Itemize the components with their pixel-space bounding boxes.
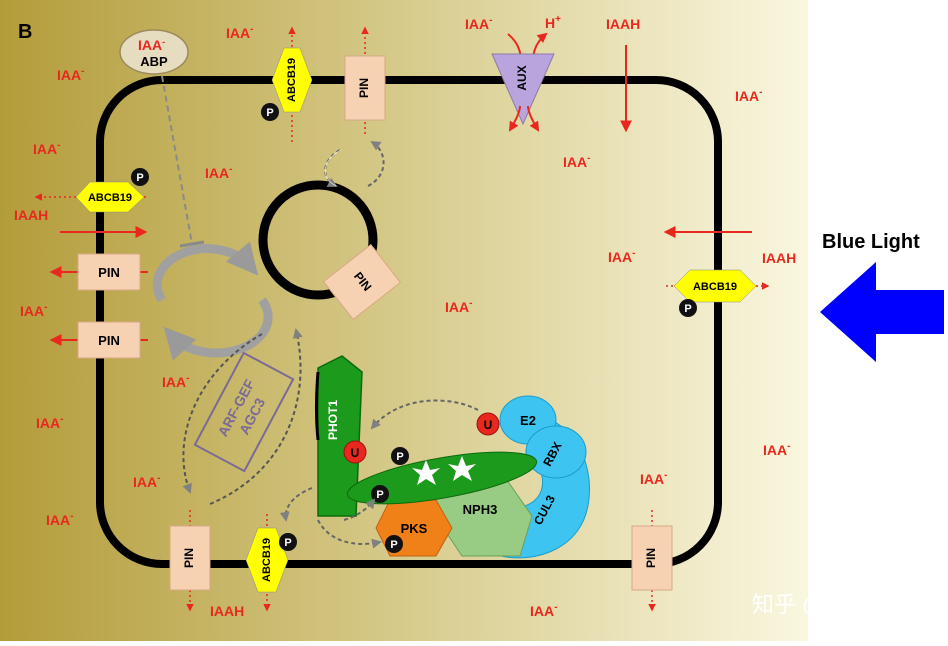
star-icon: [412, 460, 440, 485]
iaa-label: IAA-: [36, 414, 63, 431]
ubiquitin-icon: [476, 412, 500, 436]
phosphate-icon: [679, 299, 697, 317]
iaa-label: IAA-: [465, 15, 492, 32]
abcb19-top-label: ABCB19: [286, 58, 298, 102]
abcb19-right: [673, 269, 757, 303]
star-icon: [448, 456, 476, 481]
phosphate-icon: [371, 485, 389, 503]
abcb19-bottom: [245, 527, 289, 593]
recycling-arrow-upper: [152, 241, 259, 303]
phot1-membrane-anchor: [315, 371, 320, 441]
svg-text:P: P: [266, 107, 273, 119]
pks-label: PKS: [401, 521, 428, 536]
svg-text:P: P: [390, 539, 397, 551]
pin-bottom-left-label: PIN: [182, 548, 196, 568]
iaah-label: IAAH: [762, 250, 796, 266]
svg-text:P: P: [684, 303, 691, 315]
endosome-vesicle: [258, 180, 378, 300]
abp-label: ABP: [140, 54, 168, 69]
pin-bottom-right-label: PIN: [644, 548, 658, 568]
pin-left-upper: [77, 253, 141, 291]
iaah-label: IAAH: [606, 16, 640, 32]
aux-label: AUX: [515, 65, 529, 90]
svg-text:P: P: [376, 489, 383, 501]
watermark-text: 知乎 @逐梦人: [752, 592, 890, 617]
e2-label: E2: [520, 413, 536, 428]
trafficking-arrow-up: [209, 328, 303, 505]
iaa-label: IAA-: [735, 87, 762, 104]
iaa-label: IAA-: [33, 140, 60, 157]
iaa-label: IAA-: [563, 153, 590, 170]
iaa-label: IAA-: [445, 298, 472, 315]
abcb19-left: [75, 181, 145, 213]
svg-text:U: U: [484, 418, 493, 432]
aux-transporter: [491, 53, 555, 126]
rbx-protein: [525, 425, 587, 479]
blue-light-label: Blue Light: [822, 231, 920, 253]
h-plus-label: H+: [545, 14, 561, 31]
pin-endosomal: PIN: [322, 243, 402, 321]
phosphate-icon: [279, 533, 297, 551]
iaa-label: IAA-: [57, 66, 84, 83]
svg-text:P: P: [396, 451, 403, 463]
abcb19-left-label: ABCB19: [88, 192, 132, 204]
pin-top-label: PIN: [357, 78, 371, 98]
phosphate-icon: [391, 447, 409, 465]
ubiquitin-icon: [343, 440, 367, 464]
pin-left-lower-label: PIN: [98, 333, 120, 348]
ubiquitination-arrow: [370, 399, 479, 430]
abp-inhibition-line: [161, 75, 193, 245]
iaa-label: IAA-: [133, 473, 160, 490]
abcb19-bottom-label: ABCB19: [261, 538, 273, 582]
abp-iaa-label: IAA-: [138, 37, 165, 53]
pin-left-lower: [77, 321, 141, 359]
iaa-label: IAA-: [162, 373, 189, 390]
pin-bottom-right: [631, 525, 673, 591]
iaah-label: IAAH: [14, 207, 48, 223]
iaa-labels: IAA- IAA- IAA- IAA- IAA- IAA- IAA- IAA- …: [20, 15, 790, 619]
iaah-label: IAAH: [210, 603, 244, 619]
phot1-label: PHOT1: [326, 400, 340, 440]
pin-top: [344, 55, 386, 121]
iaa-label: IAA-: [640, 470, 667, 487]
svg-text:P: P: [284, 537, 291, 549]
abcb19-top: [271, 47, 313, 113]
phosphate-icon: [131, 168, 149, 186]
phosphorylation-arrow-pks: [317, 519, 382, 549]
iaa-label: IAA-: [530, 602, 557, 619]
iaa-label: IAA-: [226, 24, 253, 41]
trafficking-arrow-down: [182, 333, 263, 494]
abp-inhibition-bar: [179, 240, 205, 248]
iaa-label: IAA-: [46, 511, 73, 528]
iaa-label: IAA-: [20, 302, 47, 319]
iaa-label: IAA-: [608, 248, 635, 265]
svg-text:P: P: [136, 172, 143, 184]
phosphate-icon: [385, 535, 403, 553]
iaa-label: IAA-: [763, 441, 790, 458]
blue-light-arrow: [820, 262, 944, 362]
phosphate-icon: [261, 103, 279, 121]
pin-recycling-arrow-right: [367, 140, 385, 187]
phot1-kinase-domain: [346, 451, 538, 505]
abcb19-right-label: ABCB19: [693, 281, 737, 293]
pin-left-upper-label: PIN: [98, 265, 120, 280]
phosphorylation-arrow-nph3: [343, 498, 376, 521]
nph3-label: NPH3: [463, 502, 498, 517]
pin-bottom-left: [169, 525, 211, 591]
iaa-label: IAA-: [205, 164, 232, 181]
svg-text:U: U: [351, 446, 360, 460]
abp-protein: [119, 29, 189, 75]
panel-letter: B: [18, 21, 32, 43]
